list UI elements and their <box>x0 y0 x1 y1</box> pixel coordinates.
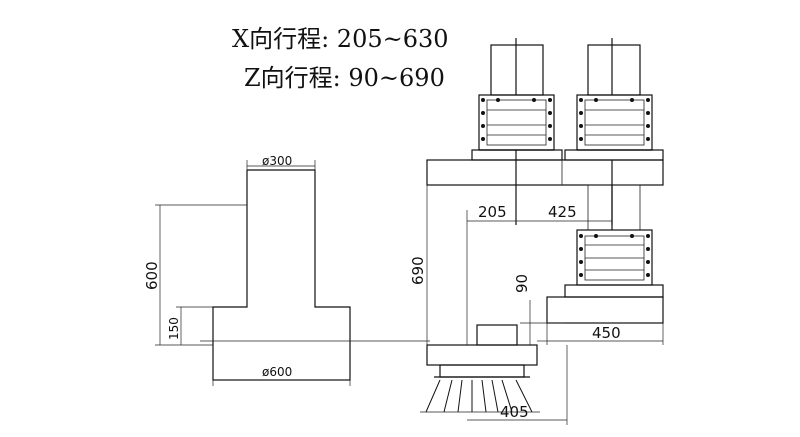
dim-600-diameter-label: ø600 <box>262 365 292 379</box>
upper-beam <box>426 159 664 186</box>
dim-450: 450 <box>537 323 664 345</box>
dim-205-label: 205 <box>478 203 507 221</box>
workpiece-profile <box>200 169 430 381</box>
rotary-table <box>420 324 540 413</box>
dim-300-label: ø300 <box>262 154 292 168</box>
dim-205: 205 <box>466 203 516 345</box>
upper-head-right <box>564 38 664 161</box>
spindle-axis <box>515 150 613 225</box>
dim-300: ø300 <box>246 154 316 170</box>
dim-405: 405 <box>467 345 568 425</box>
dim-425: 425 <box>516 203 612 222</box>
dim-450-label: 450 <box>592 324 621 342</box>
dim-600: 600 <box>143 204 247 346</box>
dim-600-label: 600 <box>143 261 161 290</box>
dim-690-label: 690 <box>409 256 427 285</box>
dim-425-label: 425 <box>548 203 577 221</box>
dim-90: 90 <box>513 274 565 345</box>
x-travel-label: X向行程: 205~630 <box>232 25 449 53</box>
upper-head-left <box>471 38 563 161</box>
dim-150: 150 <box>167 306 213 345</box>
dim-150-label: 150 <box>167 317 181 340</box>
dim-90-label: 90 <box>513 274 531 293</box>
z-travel-label: Z向行程: 90~690 <box>244 64 445 92</box>
dim-405-label: 405 <box>500 403 529 421</box>
dim-690: 690 <box>409 185 428 345</box>
dim-600-diameter: ø600 <box>212 365 351 386</box>
